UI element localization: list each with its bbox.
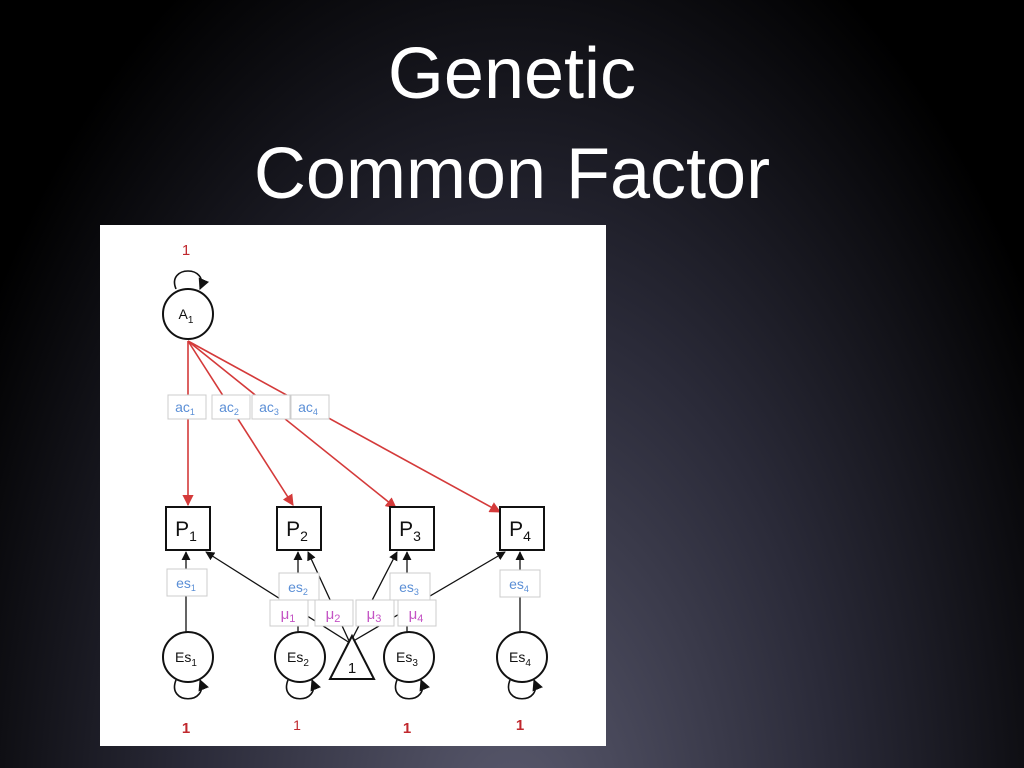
node-p1-label: P1 <box>175 518 197 544</box>
path-diagram-panel: 1 A1 ac1 ac2 ac3 ac4 P1 P2 P3 P4 <box>100 225 606 746</box>
node-es1-label: Es1 <box>175 649 197 669</box>
title-line-genetic: Genetic <box>387 34 637 114</box>
node-p1 <box>165 506 211 551</box>
variance-loop-es3 <box>394 678 430 700</box>
path-const-p1 <box>205 551 351 644</box>
variance-label-es3: 1 <box>403 720 411 737</box>
mean-paths <box>205 551 506 644</box>
variance-loop-es2 <box>285 678 321 700</box>
loading-labels: ac1 ac2 ac3 ac4 <box>167 394 330 420</box>
node-p3-label: P3 <box>399 518 421 544</box>
variance-loop-es1 <box>173 678 209 700</box>
label-ac4: ac4 <box>298 399 318 417</box>
label-ac2: ac2 <box>219 399 239 417</box>
node-p3 <box>389 506 435 551</box>
variance-label-a1: 1 <box>182 242 190 259</box>
label-mu2: μ2 <box>326 606 341 625</box>
label-mu1: μ1 <box>281 606 296 625</box>
node-es3-label: Es3 <box>396 649 418 669</box>
label-mu4: μ4 <box>409 606 424 625</box>
node-p2-label: P2 <box>286 518 308 544</box>
variance-loop-a1 <box>173 270 210 291</box>
path-diagram: 1 A1 ac1 ac2 ac3 ac4 P1 P2 P3 P4 <box>162 242 548 737</box>
path-a1-p3 <box>187 340 397 509</box>
variance-label-es4: 1 <box>516 717 524 734</box>
node-es4-label: Es4 <box>509 649 531 669</box>
path-const-p3 <box>349 551 398 644</box>
residual-latents: Es1 1 Es2 1 Es3 1 Es4 1 <box>162 631 548 737</box>
path-const-p2 <box>307 551 351 644</box>
node-p4 <box>499 506 545 551</box>
manifest-variables: P1 P2 P3 P4 <box>165 506 545 551</box>
label-ac1: ac1 <box>175 399 195 417</box>
variance-label-es1: 1 <box>182 720 190 737</box>
constant-triangle: 1 <box>328 633 376 680</box>
constant-label: 1 <box>348 660 356 677</box>
title-line-common-factor: Common Factor <box>253 134 771 214</box>
mean-labels: μ1 μ2 μ3 μ4 <box>269 599 437 627</box>
residual-labels: es1 es2 es3 es4 <box>166 568 541 601</box>
variance-label-es2: 1 <box>293 717 301 733</box>
latent-a1: 1 A1 <box>162 242 214 340</box>
slide-title: Genetic Common Factor <box>0 24 1024 224</box>
path-a1-p4 <box>187 340 501 513</box>
genetic-loading-paths <box>182 340 501 513</box>
node-a1-label: A1 <box>179 306 194 326</box>
label-mu3: μ3 <box>367 606 382 625</box>
variance-loop-es4 <box>507 678 543 700</box>
node-p4-label: P4 <box>509 518 531 544</box>
node-p2 <box>276 506 322 551</box>
node-es2-label: Es2 <box>287 649 309 669</box>
label-ac3: ac3 <box>259 399 279 417</box>
label-es3: es3 <box>399 579 419 597</box>
label-es2: es2 <box>288 579 308 597</box>
label-es1: es1 <box>176 575 196 593</box>
path-a1-p2 <box>187 340 294 506</box>
label-es4: es4 <box>509 576 529 594</box>
